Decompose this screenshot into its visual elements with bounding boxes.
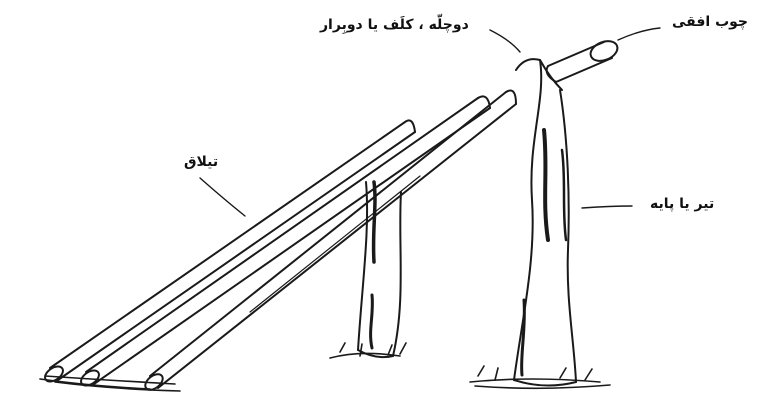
label-fork: دوچلّه ، کلَف یا دوبِرار [320,17,469,33]
pole-middle [78,96,490,388]
horizontal-beam [547,37,621,82]
label-horizontal-beam: چوب افقی [672,14,748,30]
post-leader [582,206,632,208]
pole-front [142,91,516,393]
poles-leader [200,178,245,216]
main-post [514,59,576,385]
beam-leader [618,28,660,40]
label-poles: تیلاق [184,154,218,170]
label-post: تیر یا پایه [650,196,714,212]
fork-leader [490,30,520,52]
